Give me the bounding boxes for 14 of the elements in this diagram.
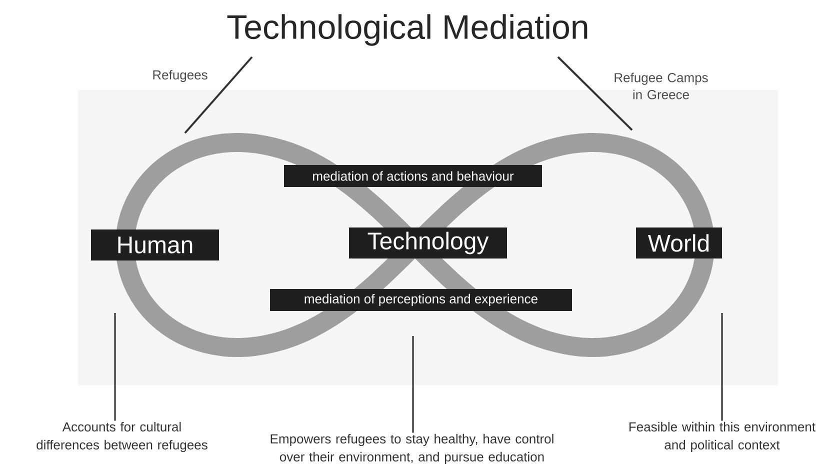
description-text: Accounts for cultural differences between refugees — [36, 422, 208, 452]
leader-line — [721, 313, 723, 421]
mediation-label: mediation of perceptions and experience — [270, 289, 572, 311]
title: Technological Mediation — [227, 14, 588, 46]
description-text: Feasible within this environment and political context — [630, 422, 816, 452]
concept-box: Technology — [349, 228, 507, 258]
description-text: Empowers refugees to stay healthy, have control over their environment, and pursue education — [270, 434, 554, 464]
label-text: Refugee Camps in Greece — [614, 72, 708, 100]
concept-box: Human — [91, 230, 219, 260]
leader-line — [412, 336, 414, 433]
leader-line — [114, 313, 116, 421]
concept-box: World — [636, 228, 722, 258]
mediation-label: mediation of actions and behaviour — [284, 165, 542, 187]
label-text: Refugees — [153, 70, 208, 82]
